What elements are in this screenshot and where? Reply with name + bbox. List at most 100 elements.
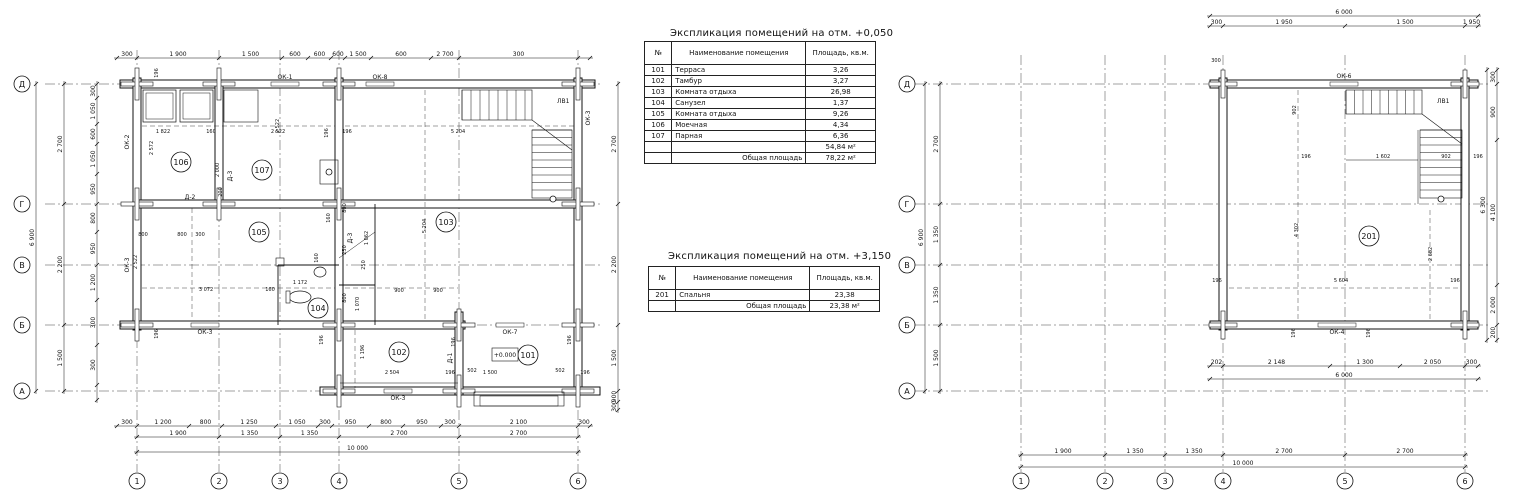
log-end-v bbox=[1462, 310, 1468, 340]
dimension-tick bbox=[134, 434, 140, 440]
log-end-v bbox=[575, 67, 581, 101]
window-ok7 bbox=[495, 322, 525, 328]
dimension-label: 4 302 bbox=[1294, 223, 1300, 237]
room-number: 103 bbox=[438, 218, 453, 227]
dimension-label: 160 bbox=[206, 129, 216, 135]
dimension-tick bbox=[615, 322, 621, 328]
dimension-label: 1 050 bbox=[90, 102, 97, 119]
room-name: Спальня bbox=[675, 289, 811, 301]
axis-bubble-row bbox=[13, 75, 31, 93]
empty-cell bbox=[671, 141, 807, 153]
dimension-label: 6 900 bbox=[918, 229, 925, 246]
dimension-tick bbox=[1494, 67, 1500, 73]
dimension-label: 202 bbox=[1211, 359, 1223, 366]
dimension-label: 2 000 bbox=[215, 163, 221, 177]
room-number: 201 bbox=[647, 289, 677, 301]
dimension-label: 600 bbox=[289, 51, 301, 58]
window-label: ОК-1 bbox=[278, 74, 293, 81]
tub-left-inner bbox=[145, 92, 174, 120]
axis-label: Б bbox=[19, 321, 25, 330]
stair-label: ЛВ1 bbox=[1437, 98, 1450, 105]
room-number-bubble bbox=[248, 221, 270, 243]
axis-label: 2 bbox=[216, 477, 221, 486]
window-ok6 bbox=[1329, 81, 1359, 87]
column-stub bbox=[275, 257, 285, 267]
col-number: № bbox=[643, 41, 673, 65]
dimension-label: 1 500 bbox=[349, 51, 366, 58]
dimension-tick bbox=[456, 55, 462, 61]
window-label: ОК-3 bbox=[391, 395, 406, 402]
window-label: ОК-4 bbox=[1330, 329, 1345, 336]
log-end-v bbox=[336, 67, 342, 101]
dimension-label: 250 bbox=[342, 245, 348, 255]
tub-left bbox=[142, 89, 177, 123]
room-name: Комната отдыха bbox=[671, 86, 807, 98]
dimension-label: 196 bbox=[1212, 278, 1222, 284]
total-label: Общая площадь bbox=[675, 300, 811, 312]
col-area: Площадь, кв.м. bbox=[805, 41, 876, 65]
dimension-label: 950 bbox=[416, 419, 428, 426]
dimension-label: 10 000 bbox=[347, 445, 368, 452]
dimension-label: 1 900 bbox=[169, 51, 186, 58]
dimension-label: 1 350 bbox=[241, 430, 258, 437]
stair-arrow bbox=[531, 119, 573, 151]
dimension-tick bbox=[94, 141, 100, 147]
dimension-tick bbox=[1484, 337, 1490, 343]
dimension-tick bbox=[33, 81, 39, 87]
dimension-tick bbox=[937, 322, 943, 328]
room-schedule-upper-floor: № Наименование помещения Площадь, кв.м. … bbox=[647, 266, 880, 312]
dimension-label: 950 bbox=[90, 183, 97, 195]
dimension-label: 1 196 bbox=[360, 345, 366, 359]
axis-label: 3 bbox=[277, 477, 282, 486]
dimension-tick bbox=[922, 81, 928, 87]
log-end-v bbox=[1220, 69, 1226, 99]
dimension-tick bbox=[1207, 23, 1213, 29]
dimension-tick bbox=[1475, 363, 1481, 369]
dimension-label: 900 bbox=[1490, 106, 1497, 118]
dimension-label: 1 900 bbox=[169, 430, 186, 437]
dimension-label: 1 172 bbox=[293, 280, 307, 286]
stair-start-circle bbox=[549, 195, 557, 203]
dimension-tick bbox=[368, 55, 374, 61]
door-swing bbox=[338, 231, 376, 259]
dimension-label: 1 350 bbox=[301, 430, 318, 437]
dimension-label: 2 700 bbox=[390, 430, 407, 437]
dimension-tick bbox=[438, 423, 444, 429]
axis-bubble-1 bbox=[1012, 472, 1030, 490]
dimension-label: 4 100 bbox=[1490, 204, 1497, 221]
dimension-label: 1 350 bbox=[933, 286, 940, 303]
toilet-tank bbox=[285, 290, 291, 304]
dimension-tick bbox=[937, 201, 943, 207]
room-number-bubble bbox=[388, 341, 410, 363]
dimension-label: 2 148 bbox=[1268, 359, 1285, 366]
axis-label: 2 bbox=[1102, 477, 1107, 486]
dimension-label: 1 500 bbox=[611, 349, 618, 366]
window-label: ОК-6 bbox=[1337, 73, 1352, 80]
dimension-tick bbox=[1327, 363, 1333, 369]
room-name: Терраса bbox=[671, 64, 807, 76]
dimension-label: 902 bbox=[1292, 105, 1298, 115]
dimension-tick bbox=[922, 388, 928, 394]
col-room-name: Наименование помещения bbox=[675, 266, 811, 290]
subtotal-row: 54,84 м² bbox=[643, 141, 876, 153]
axis-bubble-row bbox=[13, 195, 31, 213]
dimension-tick bbox=[1494, 322, 1500, 328]
dimension-tick bbox=[219, 423, 225, 429]
stair-flight-upper bbox=[1345, 89, 1423, 115]
log-end-v bbox=[1462, 69, 1468, 99]
dimension-label: 300 bbox=[90, 359, 97, 371]
dimension-label: 200 bbox=[1490, 327, 1497, 339]
dimension-label: 2 504 bbox=[385, 370, 399, 376]
dimension-tick bbox=[1220, 452, 1226, 458]
dimension-tick bbox=[575, 55, 581, 61]
dimension-tick bbox=[1494, 337, 1500, 343]
tub-right bbox=[179, 89, 214, 123]
dimension-tick bbox=[1397, 363, 1403, 369]
room-name: Санузел bbox=[671, 97, 807, 109]
dimension-tick bbox=[94, 297, 100, 303]
axis-bubble-6 bbox=[569, 472, 587, 490]
